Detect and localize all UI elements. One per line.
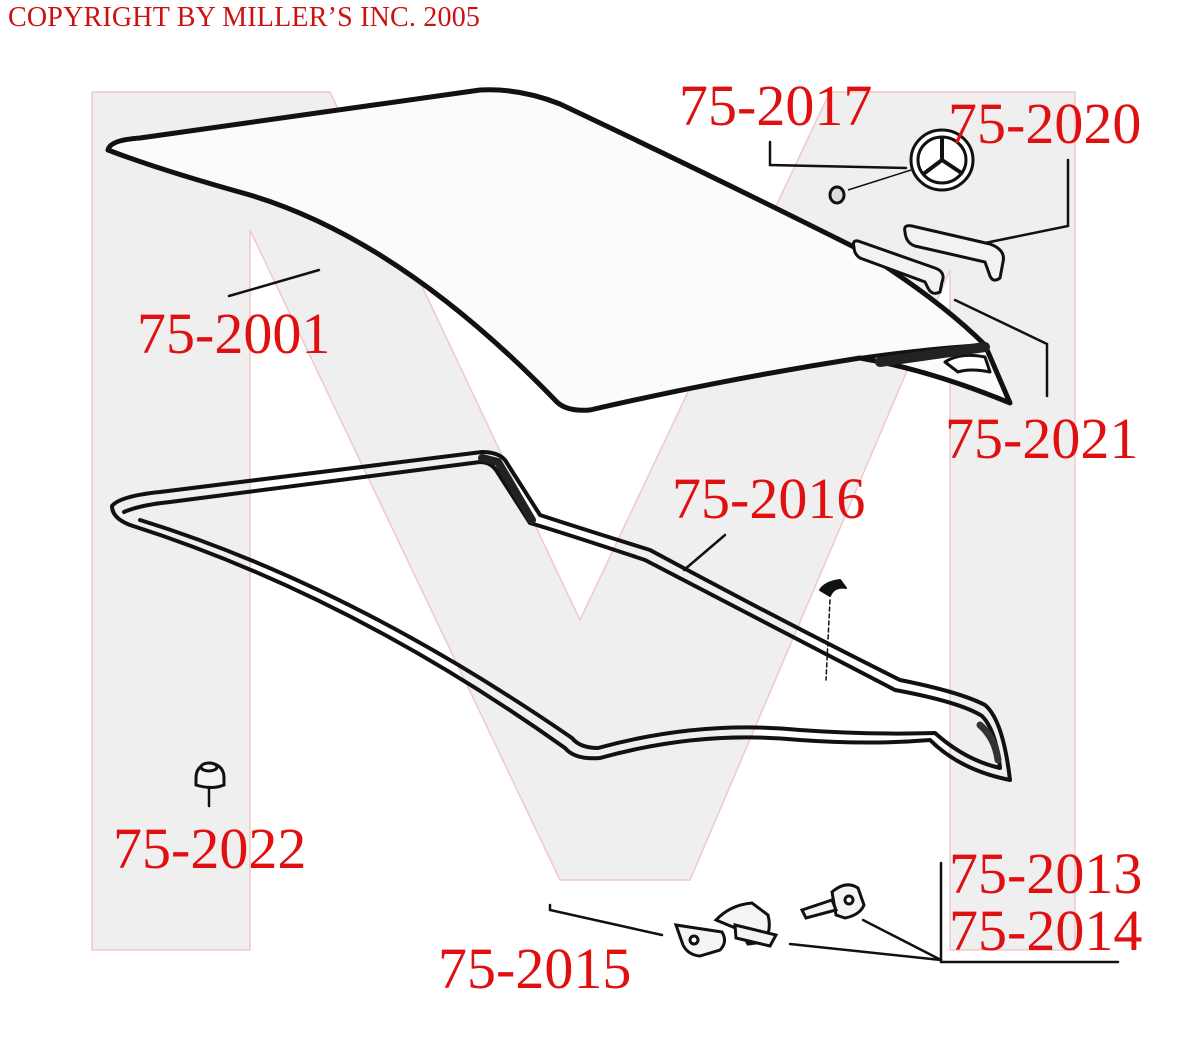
bump-stop <box>194 761 226 789</box>
star-emblem <box>828 128 975 205</box>
leader-2014 <box>788 942 943 962</box>
key <box>799 883 866 920</box>
leader-2016 <box>682 533 727 572</box>
label-75-2017: 75-2017 <box>679 73 873 138</box>
leader-2015 <box>548 903 664 937</box>
leader-2021 <box>953 298 1049 398</box>
label-75-2020: 75-2020 <box>948 91 1142 156</box>
label-75-2001: 75-2001 <box>137 301 331 366</box>
label-75-2021: 75-2021 <box>945 406 1139 471</box>
leader-2013 <box>861 918 943 962</box>
leader-2017 <box>768 140 908 170</box>
lock-cylinder <box>673 901 779 958</box>
label-75-2016: 75-2016 <box>672 466 866 531</box>
copyright-notice: COPYRIGHT BY MILLER’S INC. 2005 <box>8 2 481 33</box>
leader-lines <box>207 140 1120 964</box>
trunk-handle <box>852 224 1005 295</box>
trunk-lid <box>105 87 1013 413</box>
leader-2020 <box>983 158 1070 245</box>
leader-2001 <box>227 268 321 298</box>
label-75-2013: 75-2013 <box>949 841 1143 906</box>
label-75-2022: 75-2022 <box>113 816 307 881</box>
label-75-2015: 75-2015 <box>438 936 632 1001</box>
trunk-seal <box>110 450 1012 782</box>
label-75-2014: 75-2014 <box>949 898 1143 963</box>
